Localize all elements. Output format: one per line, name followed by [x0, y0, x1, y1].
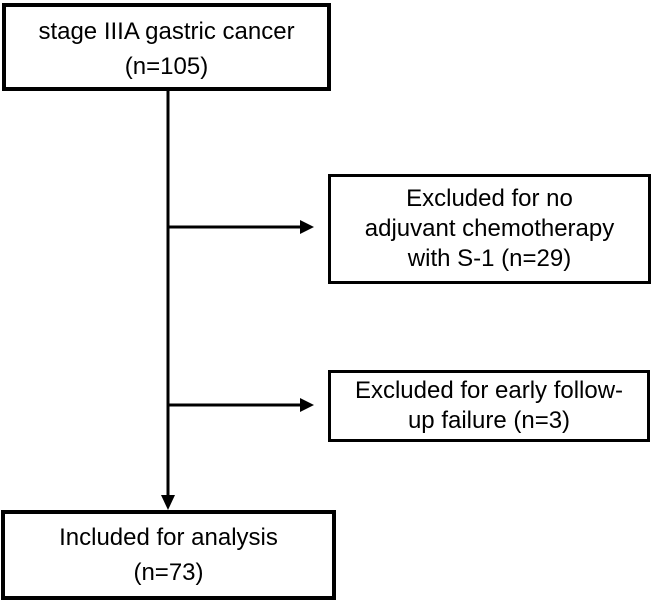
node-enrollment-line1: stage IIIA gastric cancer	[38, 18, 295, 45]
arrow-right-head-exclusion2-icon	[300, 398, 314, 412]
node-excluded-followup-line1: Excluded for early follow-	[354, 377, 624, 404]
node-excluded-no-chemo: Excluded for no adjuvant chemotherapy wi…	[328, 174, 651, 284]
arrow-right-head-exclusion1-icon	[300, 220, 314, 234]
node-included-line1: Included for analysis	[59, 524, 278, 551]
node-enrollment-line2: (n=105)	[124, 53, 209, 80]
arrow-down-head-icon	[161, 495, 175, 510]
node-included: Included for analysis (n=73)	[1, 510, 336, 600]
node-excluded-no-chemo-line1: Excluded for no	[406, 185, 573, 212]
node-included-line2: (n=73)	[133, 559, 204, 586]
node-excluded-no-chemo-line2: adjuvant chemotherapy	[364, 215, 615, 242]
node-enrollment: stage IIIA gastric cancer (n=105)	[2, 3, 331, 91]
node-excluded-followup: Excluded for early follow- up failure (n…	[328, 370, 650, 442]
node-excluded-followup-line2: up failure (n=3)	[407, 407, 571, 434]
node-excluded-no-chemo-line3: with S-1 (n=29)	[407, 245, 572, 272]
